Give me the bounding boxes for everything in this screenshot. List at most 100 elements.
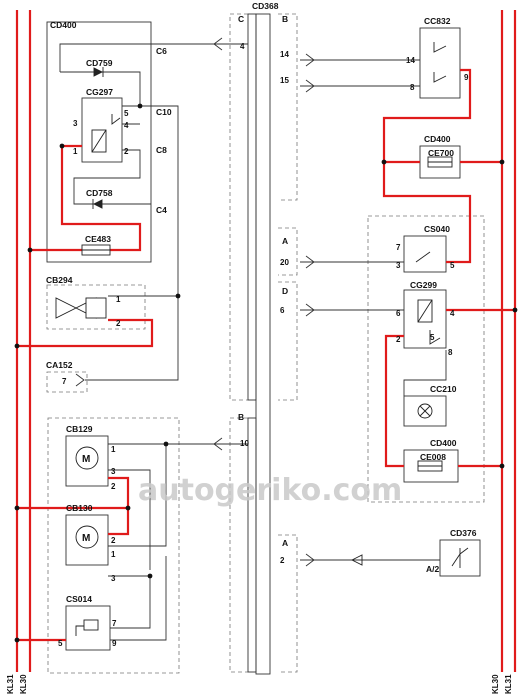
wire-cs040-5 (382, 162, 472, 264)
switch-cc832-icon-b (433, 72, 447, 83)
cd368-section-d (278, 281, 298, 401)
junction-dot (27, 247, 33, 253)
wire-cg299-2 (384, 334, 404, 468)
socket-chevron-ca152 (75, 373, 85, 387)
wire-cs014-9 (110, 556, 167, 641)
pin-cb130-2: 2 (111, 536, 116, 545)
switch-cs040-icon (415, 251, 431, 263)
wire-cb129-2 (17, 476, 130, 510)
pin-20: 20 (280, 258, 289, 267)
pin-cb130-3: 3 (111, 574, 116, 583)
label-cd400-bottom: CD400 (430, 438, 457, 448)
relay-cg297-icon (91, 129, 107, 153)
pin-cg297-1: 1 (73, 147, 78, 156)
sensor-cs014-icon (83, 619, 99, 631)
cd400-top-box (46, 21, 152, 263)
diode-cd758-icon (92, 199, 103, 209)
pin-cb294-1: 1 (116, 295, 121, 304)
relay-cg299-icon (417, 299, 433, 323)
pin-cs014-7: 7 (112, 619, 117, 628)
pin-cc832-9: 9 (464, 73, 469, 82)
label-cd376: CD376 (450, 528, 477, 538)
pin-cs040-5: 5 (450, 261, 455, 270)
junction-dot (163, 441, 169, 447)
junction-dot (499, 159, 505, 165)
socket-chevron-15 (305, 79, 315, 93)
label-cd758: CD758 (86, 188, 113, 198)
pin-ca152-7: 7 (62, 377, 67, 386)
rail-label-kl31-right: KL31 (504, 674, 513, 694)
label-ca152: CA152 (46, 360, 73, 370)
label-c4: C4 (156, 205, 167, 215)
label-sec-a1: A (282, 236, 288, 246)
label-sec-d: D (282, 286, 288, 296)
pin-cg299-2: 2 (396, 335, 401, 344)
relay-cg297-contact (111, 114, 121, 125)
socket-chevron-2 (305, 553, 315, 567)
wire-cb130-2 (108, 508, 130, 536)
junction-dot (137, 103, 143, 109)
pin-cg297-5: 5 (124, 109, 129, 118)
pin-2: 2 (280, 556, 285, 565)
pin-cc832-8: 8 (410, 83, 415, 92)
label-cb294: CB294 (46, 275, 73, 285)
socket-chevron-14 (305, 53, 315, 67)
pin-cg297-3: 3 (73, 119, 78, 128)
relay-cg299-contact (429, 330, 441, 345)
diode-cd759-icon (93, 67, 104, 77)
wire-cb130-3 (108, 575, 151, 629)
pin-cs040-3: 3 (396, 261, 401, 270)
pin-cb129-3: 3 (111, 467, 116, 476)
cc832-box (419, 27, 461, 99)
pin-cb129-1: 1 (111, 445, 116, 454)
label-sec-a2: A (282, 538, 288, 548)
wire-c10 (85, 105, 179, 381)
signal-arrow-icon (350, 554, 363, 566)
cb129-box (65, 435, 109, 487)
cd368-section-b1 (278, 13, 298, 201)
label-a2: A/2 (426, 564, 440, 574)
relay-cg297-diag (91, 129, 107, 153)
junction-dot (175, 293, 181, 299)
valve-cb294-coil (85, 297, 107, 319)
pin-cs040-7: 7 (396, 243, 401, 252)
wire-cb294-2 (17, 318, 154, 348)
socket-chevron-c (213, 37, 223, 51)
label-section-b: B (282, 14, 288, 24)
socket-chevron-10 (213, 437, 223, 451)
junction-dot (14, 343, 20, 349)
motor-cb129-icon (75, 446, 99, 470)
cd368-section-c-bar (247, 13, 257, 401)
lamp-cc210-icon (417, 403, 433, 419)
wire-ce483-cg297 (60, 144, 142, 252)
label-cd368: CD368 (252, 1, 279, 11)
label-cg297: CG297 (86, 87, 113, 97)
pin-cg297-2: 2 (124, 147, 129, 156)
pin-10: 10 (240, 439, 249, 448)
socket-chevron-6 (305, 303, 315, 317)
pin-cg299-6: 6 (396, 309, 401, 318)
junction-dot (125, 505, 131, 511)
wire-cd759 (60, 71, 141, 106)
valve-cb294-icon (55, 297, 78, 319)
cd368-section-b2 (229, 417, 248, 673)
label-sec-b2: B (238, 412, 244, 422)
motor-cb130-letter: M (82, 533, 90, 544)
label-cd400-top: CD400 (50, 20, 77, 30)
pin-cs014-9: 9 (112, 639, 117, 648)
label-section-c: C (238, 14, 244, 24)
wire-c8 (73, 149, 151, 205)
watermark-text: autogeriko.com (138, 473, 402, 508)
junction-dot (14, 637, 20, 643)
rail-label-kl31-left: KL31 (6, 674, 15, 694)
junction-dot (14, 505, 20, 511)
lamp-cc210-x2 (419, 405, 431, 417)
cd368-section-c (229, 13, 248, 401)
rail-label-kl30-right: KL30 (491, 674, 500, 694)
pin-15: 15 (280, 76, 289, 85)
label-c8: C8 (156, 145, 167, 155)
pin-cb130-1: 1 (111, 550, 116, 559)
label-cc832: CC832 (424, 16, 451, 26)
